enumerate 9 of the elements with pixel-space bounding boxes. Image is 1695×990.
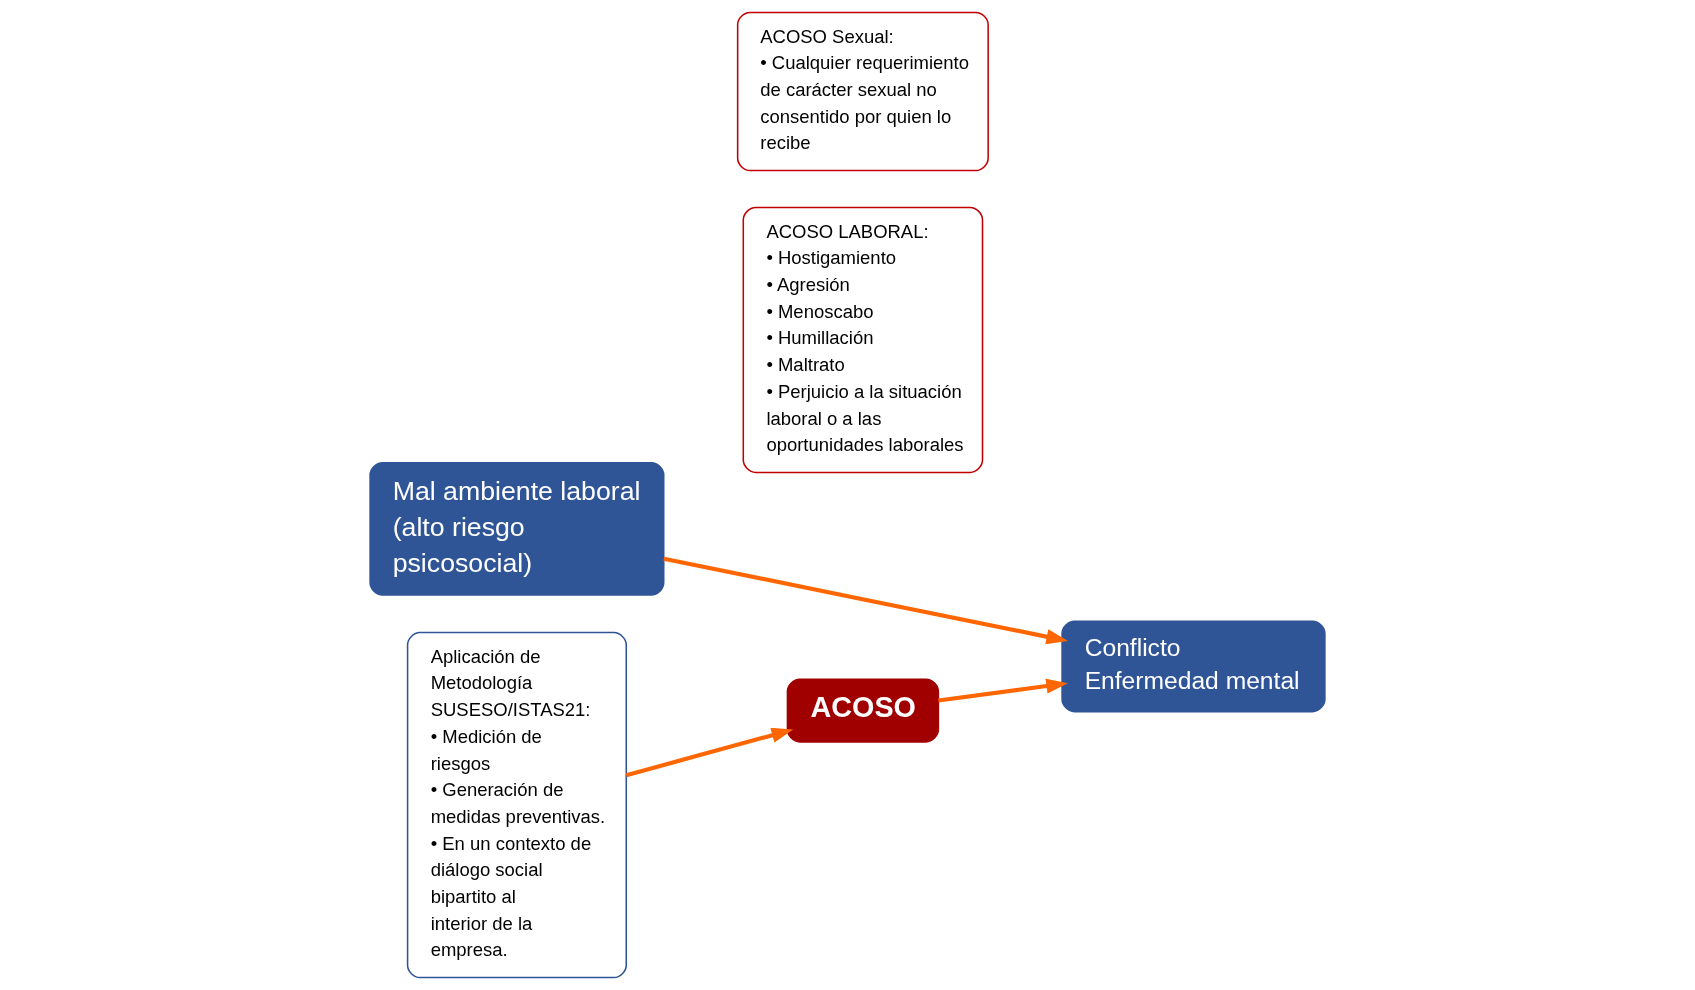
node-box: ACOSO LABORAL: • Hostigamiento • Agresión • Menoscabo • Humillación • Maltrato • Perjuicio a la situación laboral o a las oportunidades laborales — [742, 206, 984, 474]
node-box: ACOSO — [786, 678, 940, 743]
arrow — [663, 556, 1068, 645]
arrow — [625, 727, 794, 778]
arrow — [938, 678, 1068, 703]
node-box: Conflicto Enfermedad mental — [1061, 620, 1326, 713]
node-box: ACOSO Sexual: • Cualquier requerimiento de carácter sexual no consentido por quien lo recibe — [736, 11, 989, 172]
node-box: Mal ambiente laboral (alto riesgo psicosocial) — [369, 461, 665, 596]
node-box: Aplicación de Metodología SUSESO/ISTAS21: • Medición de riesgos • Generación de medidas preventivas. • En un contexto de diálogo social bipartito al interior de la empresa. — [406, 631, 628, 979]
